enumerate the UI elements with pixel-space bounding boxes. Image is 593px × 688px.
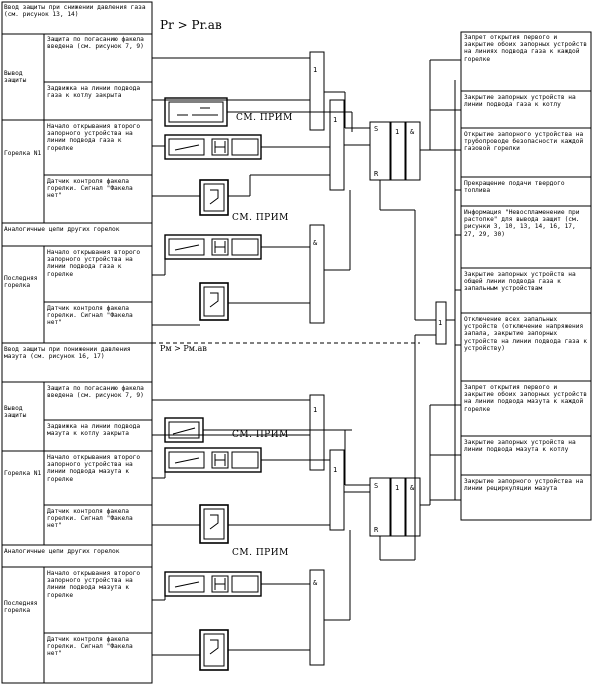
output-4: Информация "Невоспламенение при растопке…: [464, 209, 580, 238]
gate-and-oil-low: &: [313, 579, 318, 587]
oil-group3-label: Последняя горелка: [4, 600, 38, 615]
oil-group1-item1: Защита по погасанию факела введена (см. …: [47, 385, 144, 400]
gas-group2-item2: Датчик контроля факела горелки. Сигнал "…: [47, 178, 133, 200]
gas-group1-item2: Задвижка на линии подвода газа к котлу з…: [47, 85, 141, 100]
gas-analog: Аналогичные цепи других горелок: [4, 226, 120, 233]
output-0: Запрет открытия первого и закрытие обоих…: [464, 34, 587, 63]
gate-labels: 1 1 & R S 1 & 1 1 1 & R S 1 &: [313, 66, 442, 587]
gas-logic: [152, 51, 461, 500]
oil-group2-label: Горелка N1: [4, 470, 42, 477]
oil-group2-item2: Датчик контроля факела горелки. Сигнал "…: [47, 508, 133, 530]
gas-group1-item1: Защита по погасанию факела введена (см. …: [47, 36, 144, 51]
gate-s-oil: S: [374, 482, 378, 490]
gate-or-central: 1: [438, 319, 442, 327]
oil-group2-item1: Начало открывания второго запорного устр…: [47, 454, 141, 483]
gas-pressure-condition: Pr > Pr.ав: [160, 18, 222, 32]
gas-header: Ввод защиты при снижении давления газа (…: [4, 4, 146, 19]
output-2: Открытие запорного устройства на трубопр…: [464, 131, 584, 153]
output-table: [460, 31, 592, 521]
oil-pressure-condition: Pм > Pм.ав: [160, 344, 207, 353]
gate-and-gas-low: &: [313, 239, 318, 247]
output-9: Закрытие запорного устройства на линии р…: [464, 478, 584, 493]
gate-or-gas-top: 1: [313, 66, 317, 74]
oil-group1-label: Вывод защиты: [4, 405, 27, 420]
oil-analog: Аналогичные цепи других горелок: [4, 548, 120, 555]
output-1: Закрытие запорных устройств на линии под…: [464, 94, 576, 109]
gas-group2-label: Горелка N1: [4, 150, 42, 157]
oil-group3-item1: Начало открывания второго запорного устр…: [47, 570, 141, 599]
gate-or-gas-rs: 1: [395, 128, 399, 136]
gate-s-gas: S: [374, 125, 378, 133]
output-6: Отключение всех запальных устройств (отк…: [464, 316, 587, 352]
gas-group1-label: Вывод защиты: [4, 70, 27, 85]
gas-group2-item1: Начало открывания второго запорного устр…: [47, 123, 141, 152]
oil-group1-item2: Задвижка на линии подвода мазута к котлу…: [47, 423, 141, 438]
oil-header: Ввод защиты при понижении давления мазут…: [4, 346, 131, 361]
gas-group3-item2: Датчик контроля факела горелки. Сигнал "…: [47, 305, 133, 327]
left-table-gas: [1, 1, 153, 344]
output-3: Прекращение подачи твердого топлива: [464, 180, 565, 195]
note-ref-1: СМ. ПРИМ: [236, 113, 293, 123]
left-table-oil: [1, 342, 153, 684]
gate-and-oil-out: &: [410, 484, 415, 492]
output-7: Запрет открытия первого и закрытие обоих…: [464, 384, 587, 413]
oil-group3-item2: Датчик контроля факела горелки. Сигнал "…: [47, 636, 133, 658]
gas-group3-item1: Начало открывания второго запорного устр…: [47, 249, 141, 278]
gate-r-gas: R: [374, 170, 379, 178]
gate-and-gas-out: &: [410, 128, 415, 136]
note-ref-3: СМ. ПРИМ: [232, 430, 289, 440]
gate-r-oil: R: [374, 526, 379, 534]
gas-group3-label: Последняя горелка: [4, 275, 38, 290]
gate-or-gas-mid: 1: [333, 116, 337, 124]
gate-or-oil-rs: 1: [395, 484, 399, 492]
gate-or-oil-top: 1: [313, 406, 317, 414]
note-ref-4: СМ. ПРИМ: [232, 548, 289, 558]
gate-or-oil-mid: 1: [333, 466, 337, 474]
note-ref-2: СМ. ПРИМ: [232, 213, 289, 223]
output-8: Закрытие запорных устройств на линии под…: [464, 439, 576, 454]
output-5: Закрытие запорных устройств на общей лин…: [464, 271, 576, 293]
oil-logic: [152, 334, 461, 671]
